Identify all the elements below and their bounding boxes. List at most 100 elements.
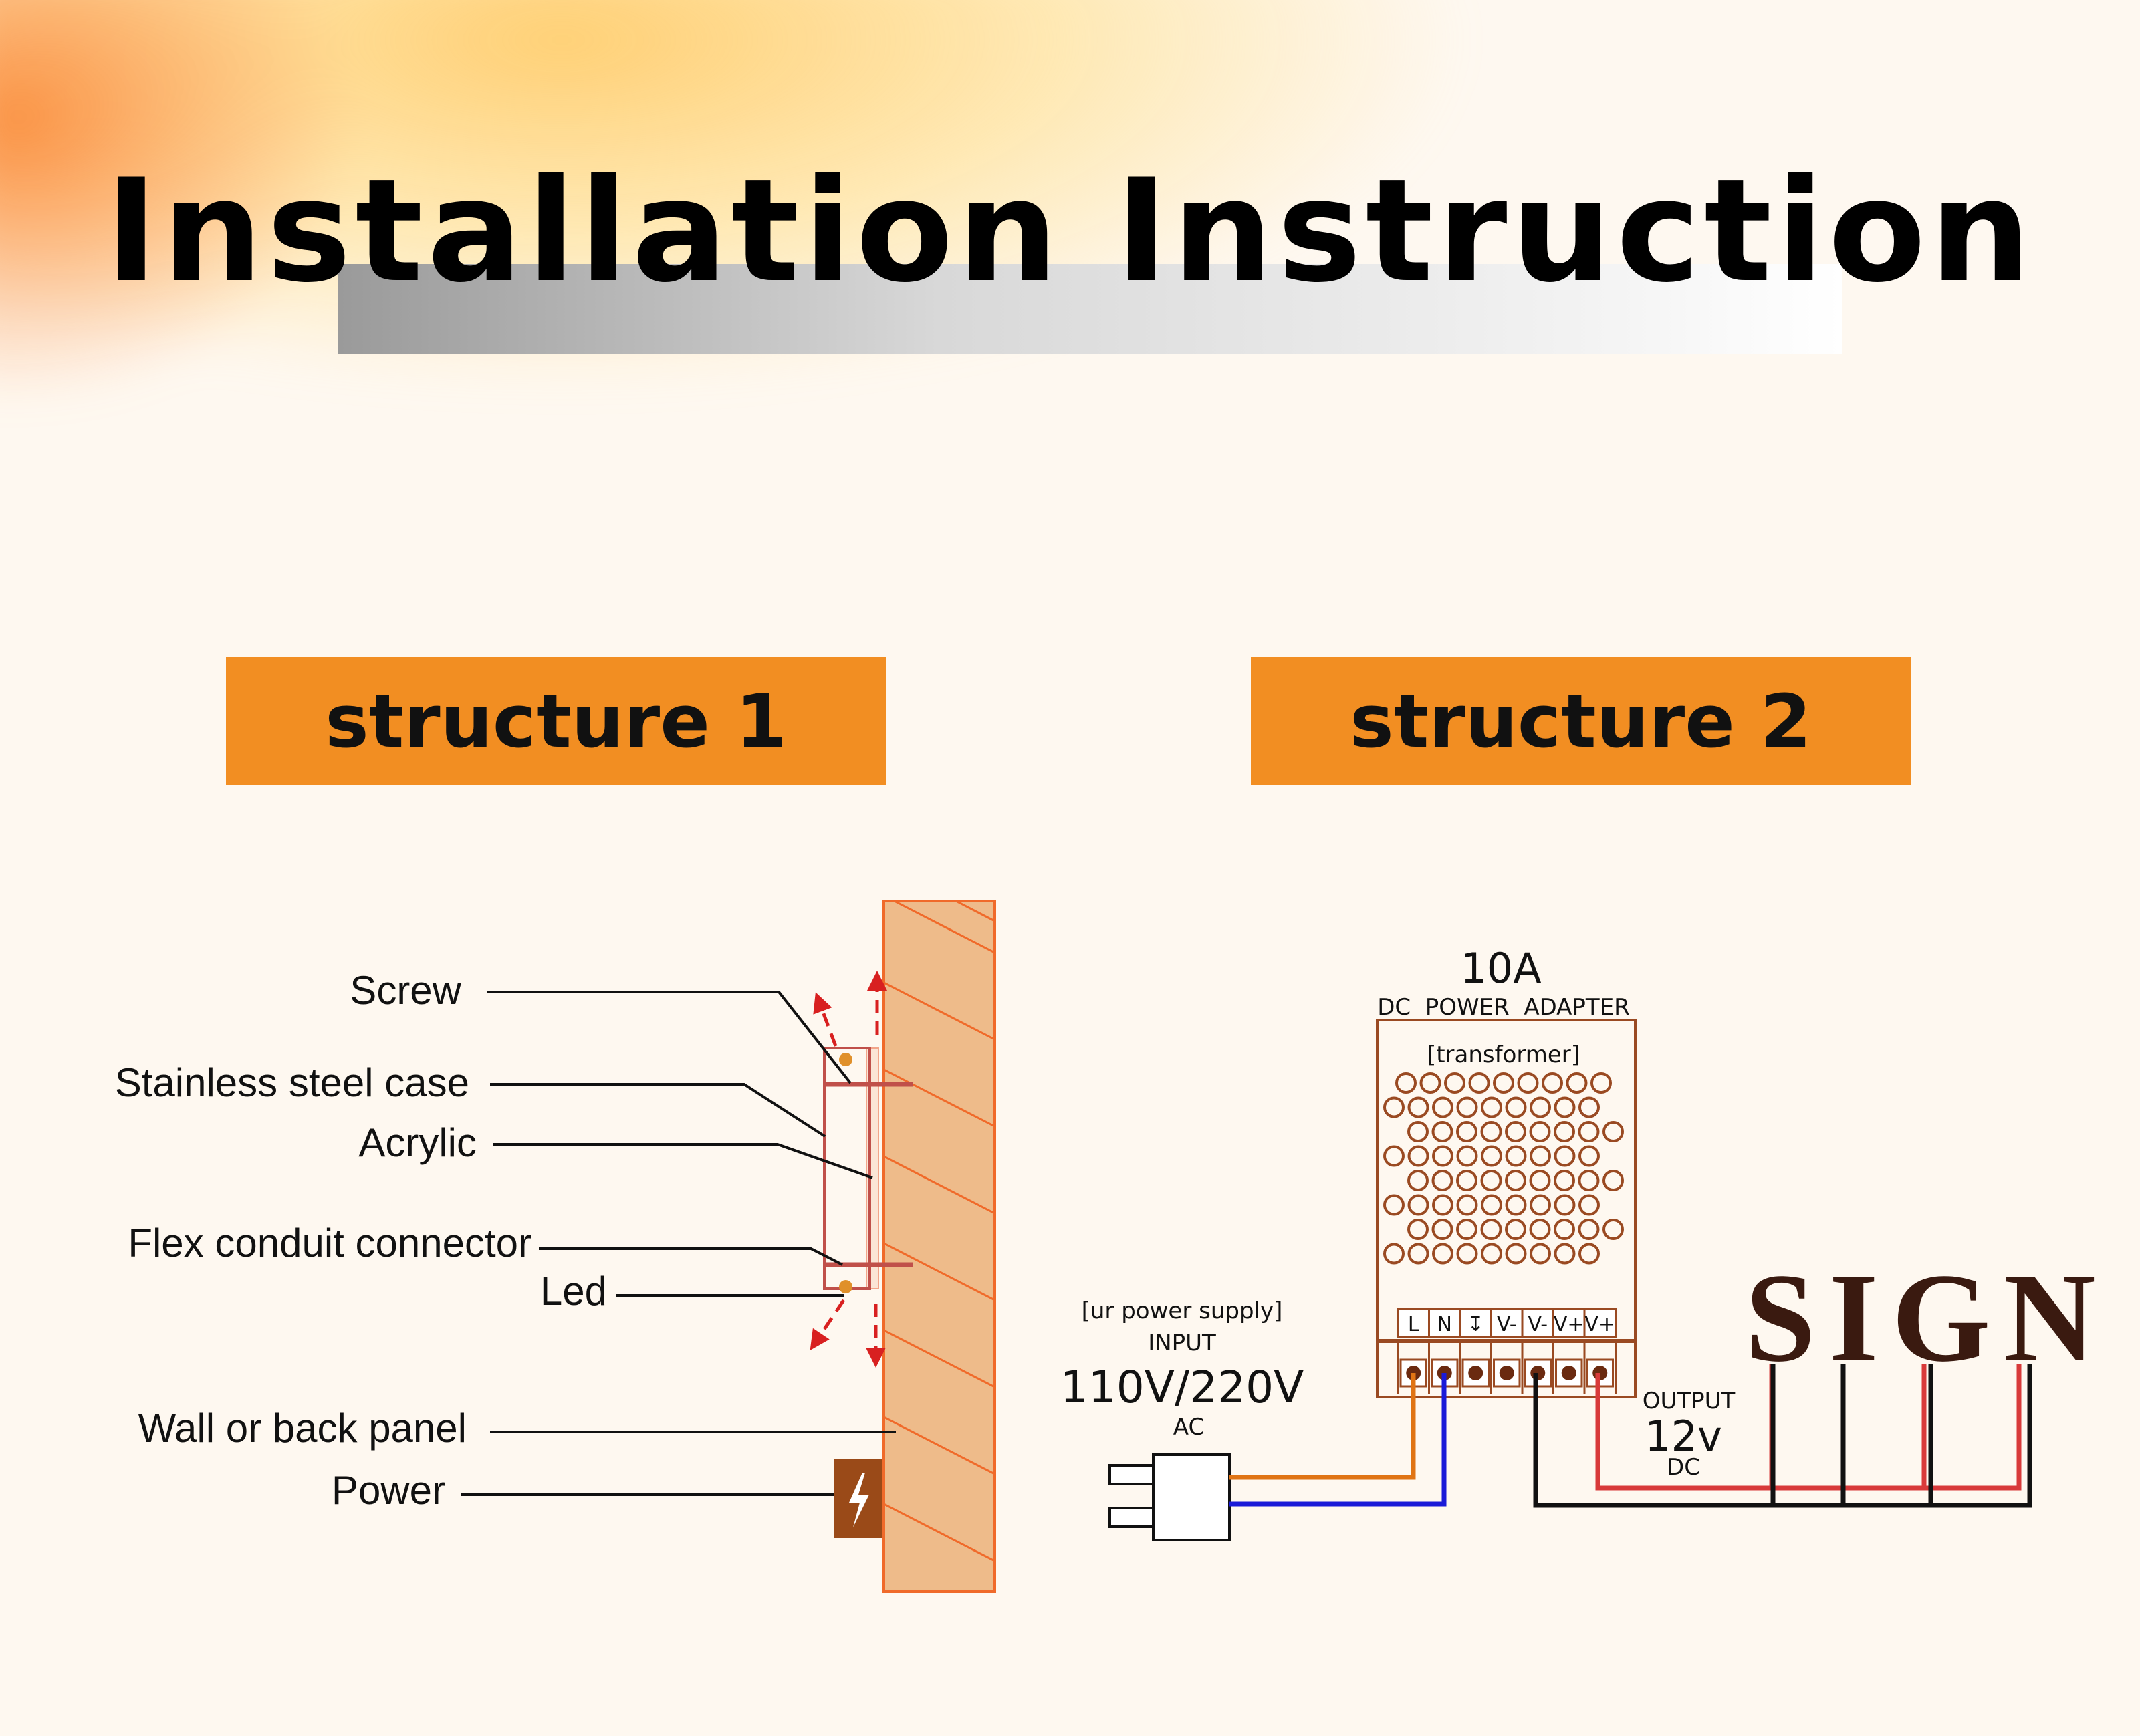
label-output-voltage: 12v	[1645, 1412, 1722, 1461]
terminal-label-box	[1552, 1308, 1586, 1338]
vent-hole	[1505, 1096, 1527, 1118]
vent-hole	[1383, 1194, 1405, 1216]
vent-hole	[1578, 1121, 1600, 1142]
vent-hole	[1383, 1243, 1405, 1265]
vent-hole	[1456, 1219, 1477, 1240]
vent-hole	[1431, 1170, 1453, 1191]
vent-hole	[1419, 1072, 1441, 1094]
wall-panel	[882, 900, 996, 1593]
terminal-label: N	[1437, 1313, 1452, 1336]
page-title: Installation Instruction	[105, 148, 2035, 314]
vent-hole	[1468, 1072, 1490, 1094]
vent-hole	[1505, 1194, 1527, 1216]
vent-hole	[1383, 1145, 1405, 1167]
vent-hole	[1602, 1170, 1624, 1191]
label-acrylic: Acrylic	[358, 1120, 477, 1165]
vent-hole	[1602, 1121, 1624, 1142]
plug-prong-bottom	[1108, 1507, 1155, 1528]
vent-hole	[1578, 1170, 1600, 1191]
vent-hole	[1407, 1243, 1429, 1265]
vent-hole	[1530, 1096, 1551, 1118]
vent-hole	[1566, 1072, 1588, 1094]
terminal-screw	[1499, 1366, 1514, 1380]
vent-hole	[1407, 1121, 1429, 1142]
leader-screw	[487, 991, 852, 1084]
plug-prong-top	[1108, 1464, 1155, 1485]
vent-hole	[1444, 1072, 1465, 1094]
wire-output-negative	[1533, 1364, 2032, 1508]
bottom-led	[839, 1280, 852, 1293]
vent-hole	[1493, 1072, 1514, 1094]
label-output-dc: DC	[1667, 1454, 1700, 1481]
vent-hole	[1554, 1243, 1576, 1265]
label-led: Led	[540, 1269, 607, 1314]
vent-hole	[1456, 1243, 1478, 1265]
label-wall-or-back-panel: Wall or back panel	[138, 1406, 467, 1451]
vent-hole	[1542, 1072, 1563, 1094]
vent-hole	[1554, 1170, 1575, 1191]
terminal-label-box	[1428, 1308, 1461, 1338]
vent-hole	[1407, 1145, 1429, 1167]
vent-hole	[1529, 1219, 1551, 1240]
label-input: INPUT	[1148, 1330, 1216, 1356]
wire-output-positive	[1595, 1364, 2022, 1491]
terminal-label: ↧	[1467, 1313, 1484, 1336]
label-amperage: 10A	[1460, 944, 1541, 993]
vent-hole	[1505, 1243, 1527, 1265]
vent-hole	[1456, 1096, 1478, 1118]
vent-hole	[1383, 1096, 1405, 1118]
vent-hole	[1407, 1194, 1429, 1216]
vent-hole	[1602, 1219, 1624, 1240]
label-input-ac: AC	[1173, 1414, 1204, 1441]
vent-hole	[1505, 1170, 1526, 1191]
label-input-note: [ur power supply]	[1082, 1297, 1283, 1324]
vent-hole	[1481, 1096, 1502, 1118]
label-power: Power	[332, 1468, 445, 1513]
label-adapter-title: DC POWER ADAPTER	[1377, 994, 1630, 1021]
terminal-label: V-	[1528, 1313, 1548, 1336]
light-arrow-down-left	[810, 1299, 846, 1350]
vent-hole	[1456, 1145, 1478, 1167]
wire-live	[1229, 1373, 1416, 1480]
vent-hole	[1578, 1145, 1600, 1167]
ventilation-holes	[1383, 1072, 1624, 1265]
sign-lettering: SIGN	[1745, 1248, 2109, 1388]
light-arrow-up-left	[813, 992, 838, 1047]
vent-hole	[1530, 1145, 1551, 1167]
vent-hole	[1395, 1072, 1417, 1094]
vent-hole	[1529, 1121, 1551, 1142]
label-transformer: [transformer]	[1427, 1041, 1580, 1068]
vent-hole	[1529, 1170, 1551, 1191]
terminal-label: L	[1408, 1313, 1419, 1336]
vent-hole	[1554, 1145, 1576, 1167]
vent-hole	[1456, 1194, 1478, 1216]
structure-1-header: structure 1	[226, 657, 886, 785]
vent-hole	[1481, 1243, 1502, 1265]
label-stainless-steel-case: Stainless steel case	[115, 1060, 469, 1105]
vent-hole	[1480, 1219, 1502, 1240]
vent-hole	[1407, 1170, 1429, 1191]
vent-hole	[1456, 1170, 1477, 1191]
vent-hole	[1578, 1194, 1600, 1216]
vent-hole	[1517, 1072, 1539, 1094]
label-input-voltage: 110V/220V	[1060, 1362, 1304, 1413]
vent-hole	[1554, 1121, 1575, 1142]
vent-hole	[1480, 1170, 1502, 1191]
vent-hole	[1590, 1072, 1612, 1094]
vent-hole	[1505, 1121, 1526, 1142]
structure-1-diagram: Screw Stainless steel case Acrylic Flex …	[115, 900, 996, 1593]
terminal-label: V+	[1584, 1313, 1615, 1336]
plug-body	[1152, 1453, 1231, 1541]
vent-hole	[1481, 1145, 1502, 1167]
top-led	[839, 1053, 852, 1066]
vent-hole	[1480, 1121, 1502, 1142]
terminal-label: V+	[1554, 1313, 1584, 1336]
vent-hole	[1432, 1194, 1453, 1216]
terminal-label-box	[1583, 1308, 1617, 1338]
vent-hole	[1554, 1096, 1576, 1118]
vent-hole	[1432, 1096, 1453, 1118]
terminal-screw	[1561, 1366, 1576, 1380]
vent-hole	[1554, 1194, 1576, 1216]
